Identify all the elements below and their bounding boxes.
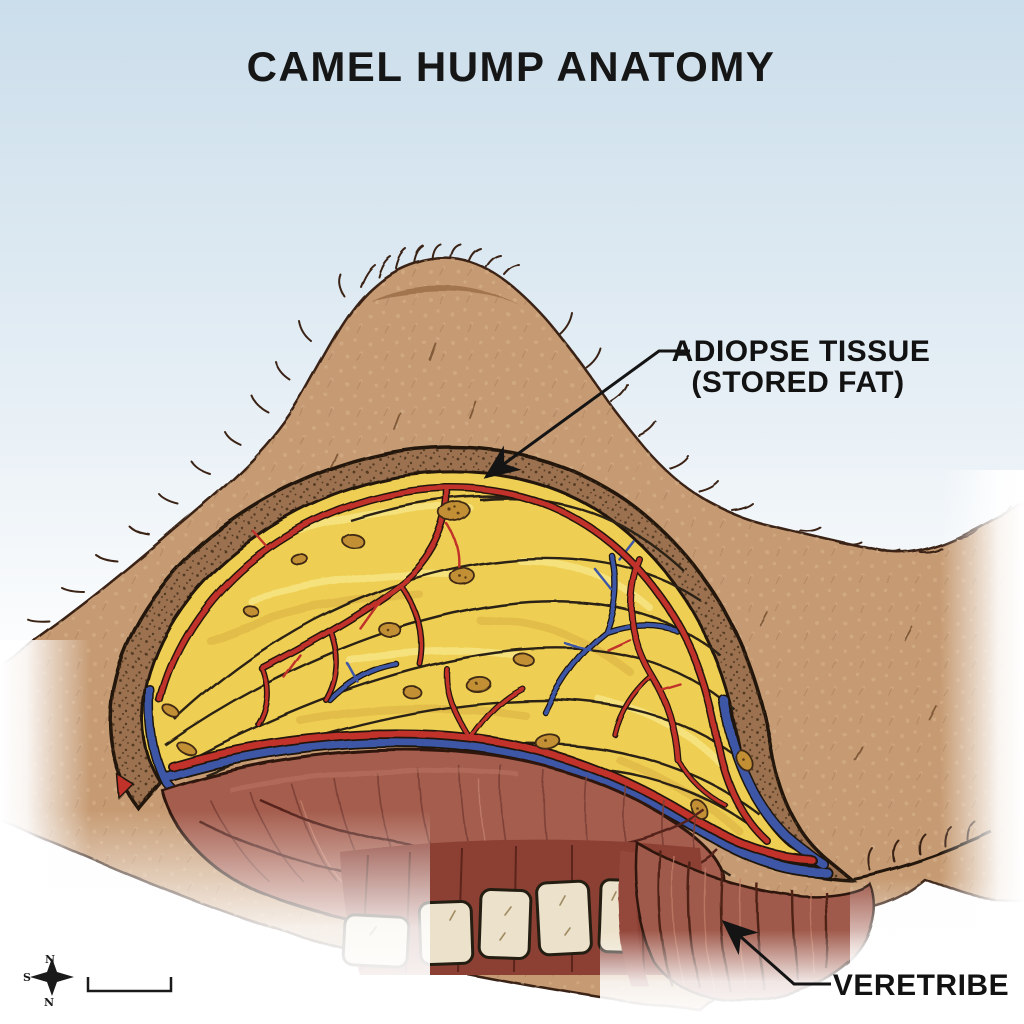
vertebra-block [477,887,533,961]
fur-spikes [27,243,1012,871]
compass-rose-icon [30,958,74,996]
soft-fades [0,470,1024,1024]
label-vertebrae: VERETRIBE [833,969,1009,1002]
arteries [117,483,817,865]
fat-shading [206,503,744,836]
annotations: ADIOPSE TISSUE (STORED FAT) VERETRIBE [483,335,1009,1002]
vertebra-block [535,879,593,957]
adipose-tissue [117,470,832,878]
label-adipose-line2: (STORED FAT) [691,366,904,399]
scale-bar [86,977,173,993]
leader-line-adipose [483,349,690,479]
cutaway-window [108,445,858,882]
veins [144,540,832,878]
page-title: CAMEL HUMP ANATOMY [247,43,776,90]
compass-letter-top: N [45,953,55,966]
compass-letter-bottom: N [44,996,54,1009]
map-furniture: N S N [23,953,173,1009]
leader-line-vertebrae [721,920,831,986]
compass-letter-left: S [23,971,31,984]
artery-stub [117,773,136,801]
hump-crest-shading [370,285,520,305]
label-adipose-line1: ADIOPSE TISSUE [672,335,931,368]
